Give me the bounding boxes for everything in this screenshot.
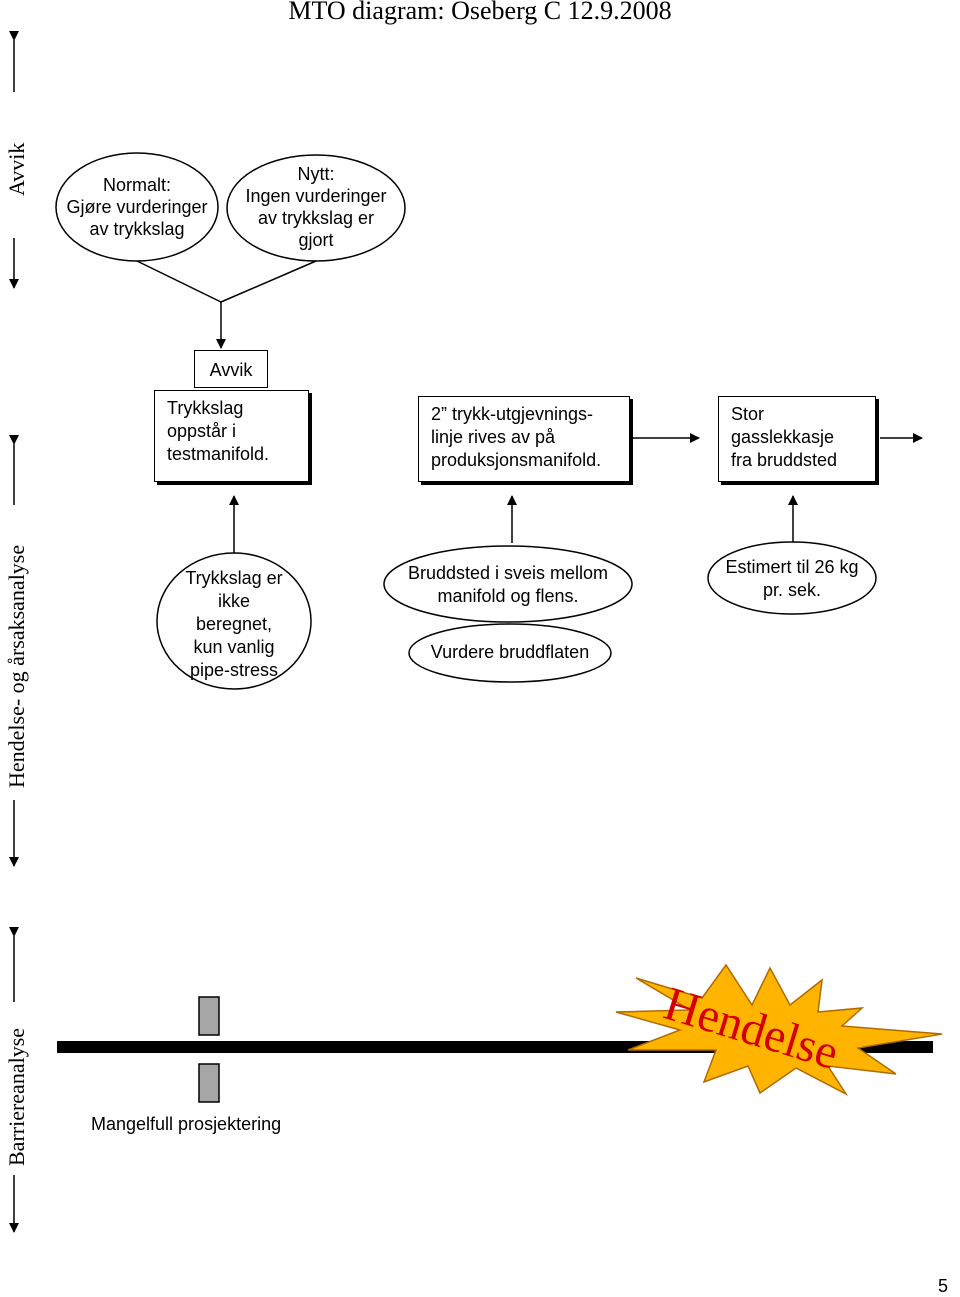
event-box-linje-rives: 2” trykk-utgjevnings- linje rives av på … <box>418 396 630 482</box>
avvik-tag: Avvik <box>194 350 268 388</box>
ellipse-nytt-text: Nytt: Ingen vurderinger av trykkslag er … <box>245 164 387 250</box>
barrier-label: Mangelfull prosjektering <box>91 1114 282 1134</box>
merge-connector <box>136 260 317 349</box>
explosion-star <box>615 963 943 1096</box>
page-title: MTO diagram: Oseberg C 12.9.2008 <box>288 0 672 25</box>
cause-bruddsted: Bruddsted i sveis mellom manifold og fle… <box>407 563 609 606</box>
ellipse-cause3 <box>408 623 612 683</box>
event-box-gasslekkasje: Stor gasslekkasje fra bruddsted <box>718 396 876 482</box>
side-label-avvik: Avvik <box>4 142 29 196</box>
cause-arrows <box>229 495 798 555</box>
event-box-trykkslag: Trykkslag oppstår i testmanifold. <box>154 390 309 482</box>
ellipse-cause4 <box>707 541 877 615</box>
cause-estimert: Estimert til 26 kg pr. sek. <box>725 557 859 600</box>
barrier-upper <box>198 996 220 1036</box>
side-label-barriere: Barriereanalyse <box>4 1027 29 1166</box>
ellipse-normalt-text: Normalt: Gjøre vurderinger av trykkslag <box>66 175 208 239</box>
ellipse-cause2 <box>383 545 633 623</box>
barrier-lower <box>198 1063 220 1103</box>
cause-vurdere-bruddflaten: Vurdere bruddflaten <box>430 642 590 662</box>
ellipse-cause1 <box>156 552 312 690</box>
cause-trykkslag-ikke-beregnet: Trykkslag er ikke beregnet, kun vanlig p… <box>185 568 283 680</box>
page-number: 5 <box>938 1276 949 1296</box>
side-label-hendelse-arsak: Hendelse- og årsaksanalyse <box>4 544 29 788</box>
